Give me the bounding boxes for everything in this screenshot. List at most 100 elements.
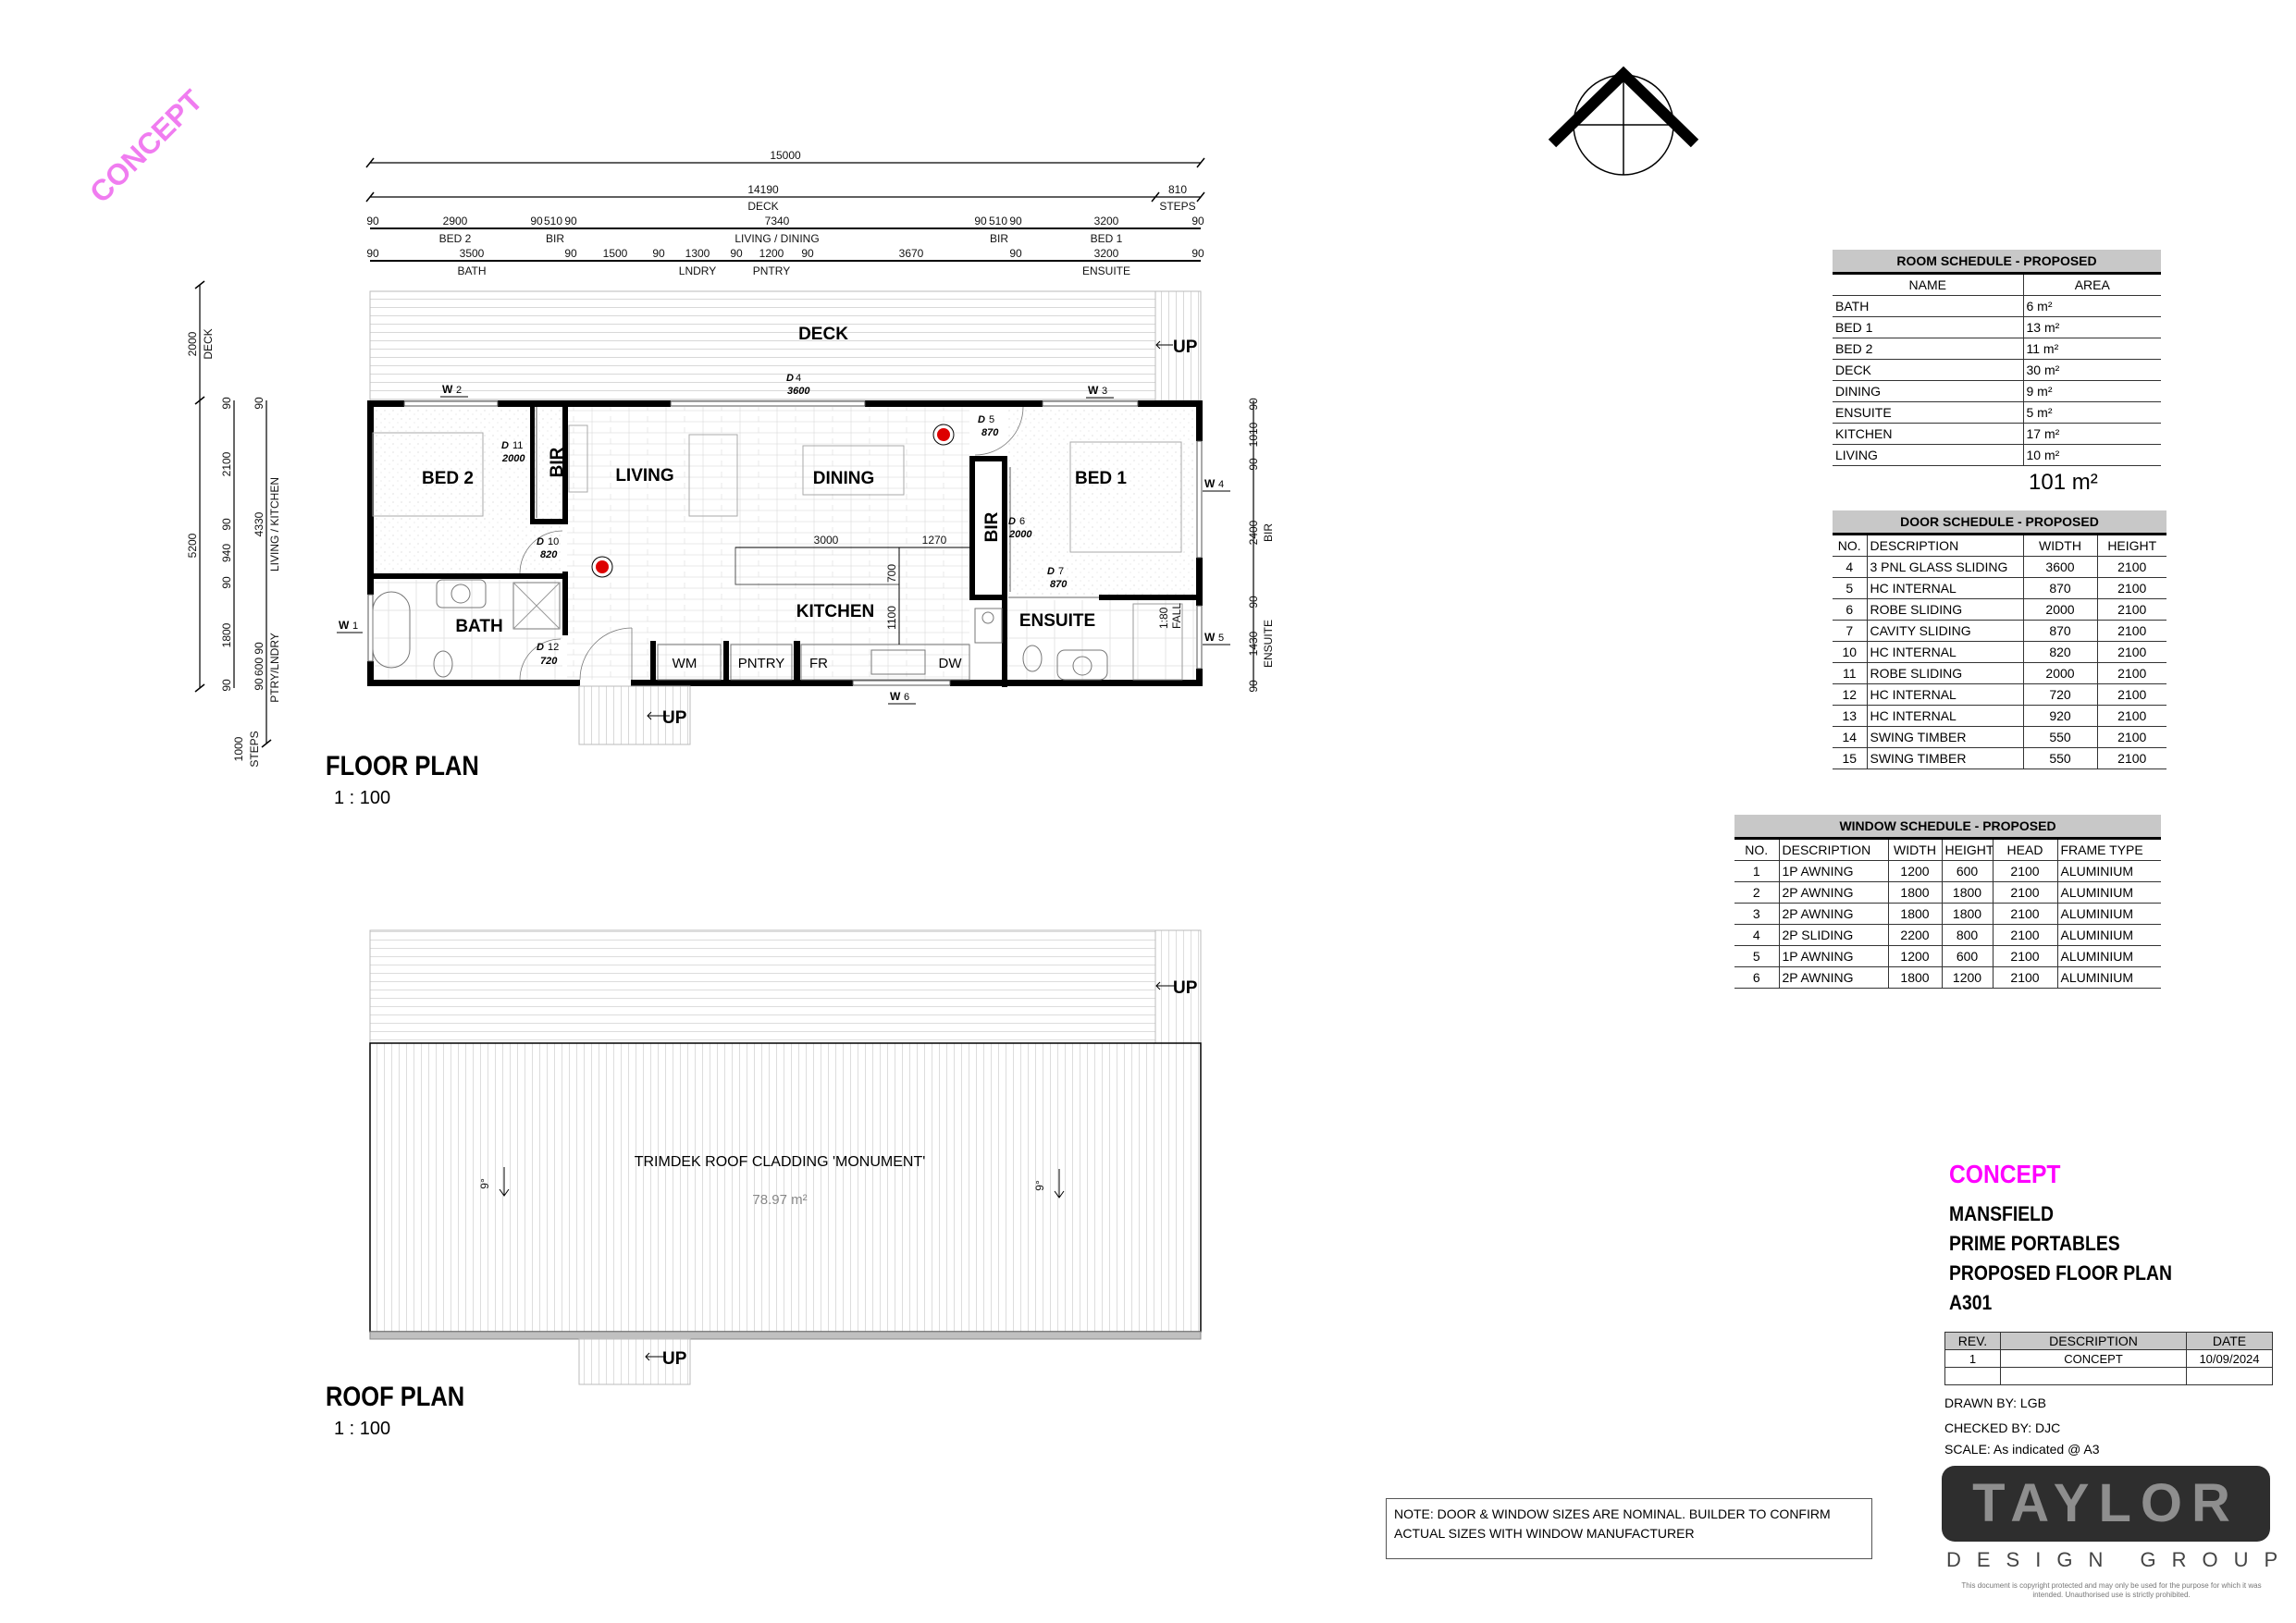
table-cell: 2100 — [2096, 705, 2167, 727]
exterior-walls — [367, 400, 1203, 686]
svg-text:90: 90 — [1191, 215, 1204, 227]
svg-text:W: W — [890, 690, 901, 703]
svg-text:90: 90 — [220, 576, 233, 589]
svg-text:720: 720 — [540, 656, 558, 667]
svg-text:3: 3 — [1102, 386, 1107, 397]
smoke-alarm-icon — [932, 424, 955, 446]
svg-text:LNDRY: LNDRY — [679, 264, 716, 277]
svg-text:W: W — [1088, 384, 1099, 397]
col-header: HEIGHT — [2096, 534, 2167, 557]
dim-row-bath: 90 3500 90 1500 90 1300 90 1200 90 3670 … — [366, 247, 1204, 277]
floor-plan-scale: 1 : 100 — [334, 788, 391, 808]
svg-text:W: W — [1204, 631, 1216, 644]
svg-text:7: 7 — [1058, 566, 1064, 577]
svg-text:940: 940 — [220, 544, 233, 562]
table-cell: 3 PNL GLASS SLIDING — [1866, 556, 2023, 578]
room-label-bir-right: BIR — [982, 511, 1002, 542]
svg-text:90: 90 — [1247, 596, 1260, 609]
svg-text:3600: 3600 — [787, 386, 810, 397]
svg-text:10: 10 — [548, 536, 559, 547]
svg-text:12: 12 — [548, 642, 559, 653]
col-header: NO. — [1833, 534, 1867, 557]
svg-text:3670: 3670 — [899, 247, 924, 260]
table-cell: SWING TIMBER — [1866, 747, 2023, 769]
table-cell: 1200 — [1887, 945, 1942, 967]
roof-plan-title: ROOF PLAN — [326, 1382, 465, 1412]
svg-text:6: 6 — [904, 692, 909, 703]
table-cell: HC INTERNAL — [1866, 683, 2023, 706]
door-swings — [519, 406, 1099, 681]
table-cell: 2100 — [2096, 726, 2167, 748]
dim-v2: 1100 — [885, 606, 898, 630]
table-cell: 2100 — [2096, 577, 2167, 599]
table-cell: 1800 — [1887, 966, 1942, 989]
table-cell: 600 — [1941, 860, 1993, 882]
room-label-living: LIVING — [615, 466, 673, 486]
svg-text:2100: 2100 — [220, 451, 233, 476]
rev-description: CONCEPT — [2000, 1349, 2187, 1368]
logo-subtitle: DESIGN GROUP — [1946, 1548, 2294, 1571]
svg-text:W: W — [442, 383, 453, 396]
table-cell: 14 — [1833, 726, 1867, 748]
window-schedule-table: WINDOW SCHEDULE - PROPOSED NO. DESCRIPTI… — [1734, 815, 2162, 989]
table-cell: BED 2 — [1833, 338, 2023, 360]
table-cell: 2100 — [1992, 966, 2057, 989]
dim-steps: 810 — [1168, 183, 1187, 196]
svg-text:1800: 1800 — [220, 622, 233, 647]
dim-overall: 15000 — [770, 149, 801, 162]
table-cell: 2100 — [1992, 924, 2057, 946]
table-cell: BATH — [1833, 295, 2023, 317]
roof-cladding-label: TRIMDEK ROOF CLADDING 'MONUMENT' — [635, 1154, 926, 1170]
table-cell: 30 m² — [2022, 359, 2161, 381]
smoke-alarm-icon — [591, 556, 613, 578]
deck-area — [369, 290, 1156, 401]
table-cell: HC INTERNAL — [1866, 705, 2023, 727]
svg-text:4330: 4330 — [253, 511, 265, 536]
svg-text:90: 90 — [1009, 215, 1022, 227]
col-header: HEIGHT — [1941, 838, 1993, 861]
svg-text:1000: 1000 — [232, 736, 245, 761]
svg-text:PNTRY: PNTRY — [753, 264, 790, 277]
roof-pitch-left: 9° — [478, 1178, 491, 1189]
table-cell: 13 m² — [2022, 316, 2161, 338]
table-cell: 550 — [2022, 726, 2097, 748]
door-schedule-title: DOOR SCHEDULE - PROPOSED — [1833, 510, 2167, 535]
table-cell: 2100 — [1992, 881, 2057, 904]
svg-text:2: 2 — [456, 385, 462, 396]
svg-text:90: 90 — [220, 397, 233, 410]
svg-text:1430: 1430 — [1247, 631, 1260, 656]
table-cell: 720 — [2022, 683, 2097, 706]
svg-text:STEPS: STEPS — [248, 731, 261, 767]
col-header: REV. — [1944, 1332, 2001, 1350]
fixture-fridge: FR — [809, 656, 828, 671]
svg-text:90: 90 — [530, 215, 543, 227]
svg-text:BATH: BATH — [457, 264, 486, 277]
fall-label: FALL — [1170, 603, 1183, 629]
table-cell: 1P AWNING — [1778, 945, 1888, 967]
dim-clear: 1270 — [922, 534, 947, 547]
sheet-number: A301 — [1949, 1291, 1993, 1314]
svg-text:600: 600 — [253, 658, 265, 676]
table-cell: 2100 — [2096, 747, 2167, 769]
table-cell: 800 — [1941, 924, 1993, 946]
room-label-bed1: BED 1 — [1075, 469, 1127, 488]
table-cell: HC INTERNAL — [1866, 577, 2023, 599]
table-cell: 3600 — [2022, 556, 2097, 578]
table-cell: 2000 — [2022, 598, 2097, 621]
table-cell: 2P AWNING — [1778, 966, 1888, 989]
